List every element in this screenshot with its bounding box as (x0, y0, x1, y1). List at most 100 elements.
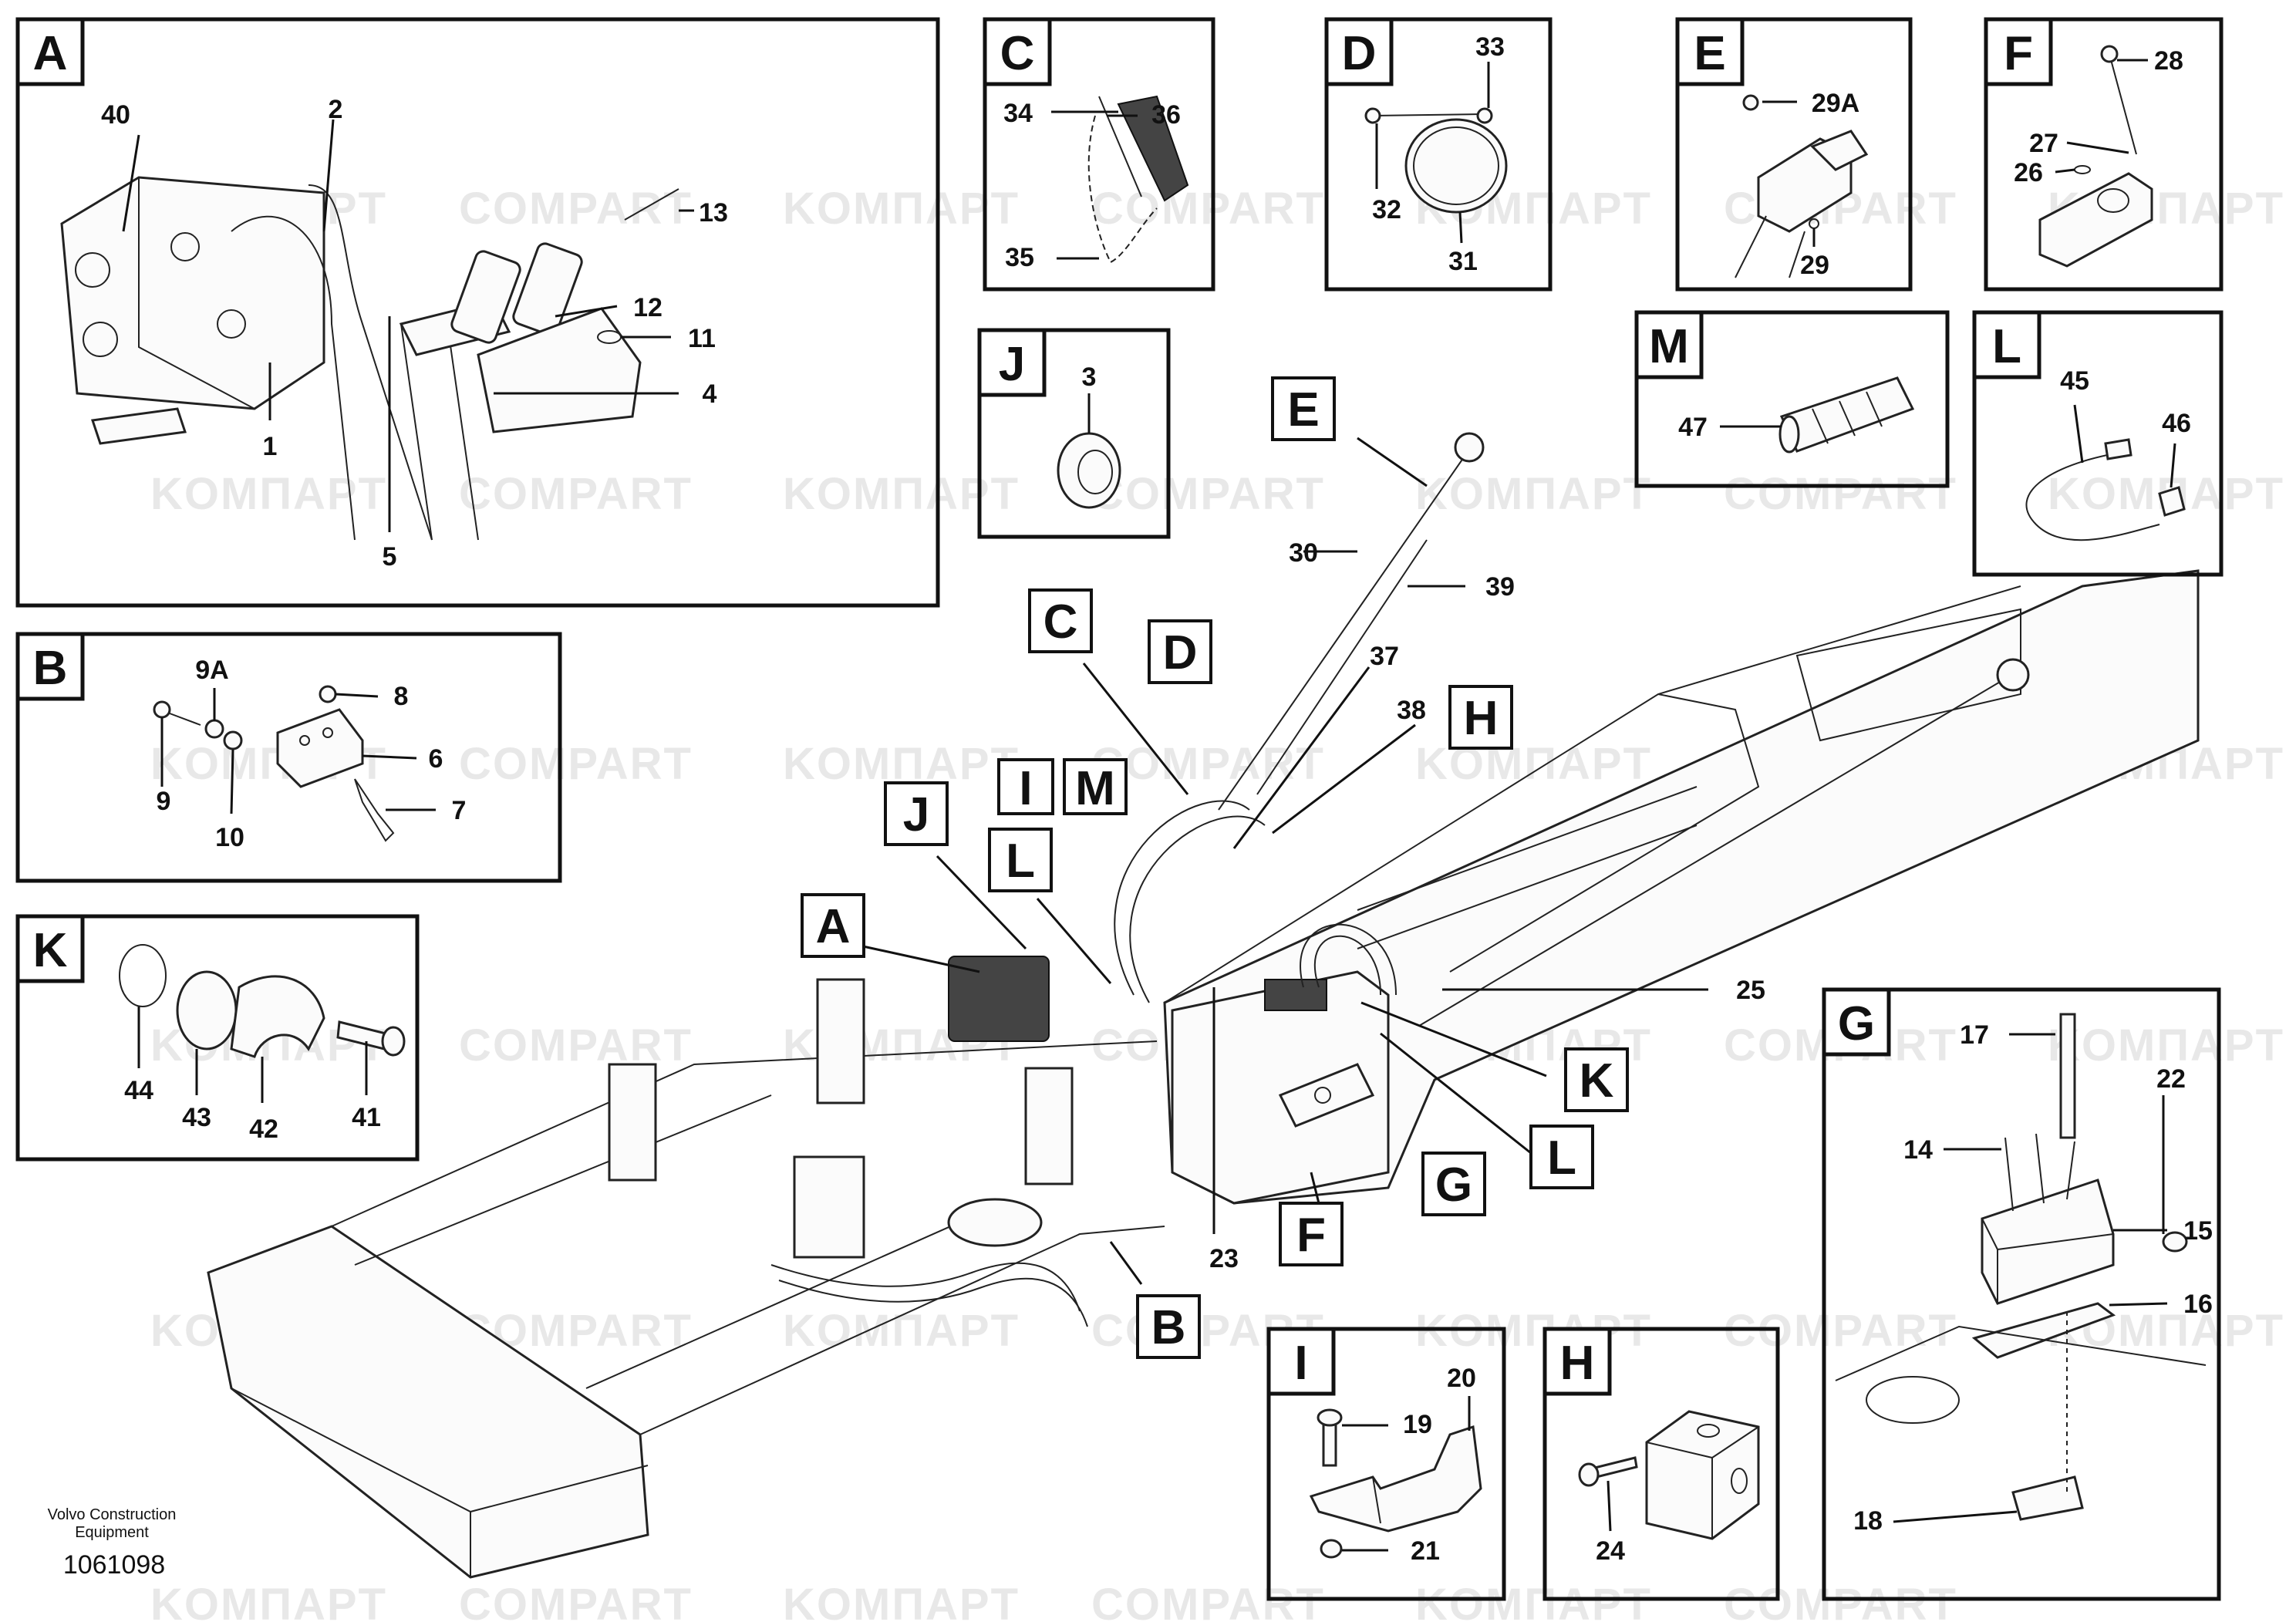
mounting-block (1645, 1410, 1760, 1540)
steering-cylinder-right (1418, 678, 2006, 1027)
part-number-label: 37 (1370, 642, 1399, 671)
mounting-bracket (1309, 1425, 1482, 1533)
part-number-label: 41 (352, 1103, 381, 1132)
detail-panel-L: L 45 46 (1972, 310, 2224, 577)
panel-title-box (977, 328, 1047, 397)
part-number-label: 14 (1903, 1135, 1933, 1165)
watermark-text: KOMПAPT (783, 739, 1020, 789)
callout-box (1136, 1294, 1201, 1359)
leader-line (335, 693, 379, 698)
mount-block (1264, 979, 1327, 1011)
watermark-text: COMPART (459, 1580, 693, 1622)
frame-post (608, 1063, 657, 1182)
hose (2066, 1141, 2075, 1200)
nut (319, 685, 337, 703)
footer-company-line-2: Equipment (75, 1524, 149, 1541)
callout-C: C (1028, 588, 1093, 653)
part-number-label: 45 (2060, 366, 2089, 396)
part-number-label: 7 (452, 796, 467, 825)
part-number-label: 8 (394, 682, 409, 711)
valve-block (60, 176, 325, 410)
part-number-label: 23 (1209, 1244, 1239, 1273)
callout-letter: A (816, 900, 851, 953)
washer (204, 719, 224, 739)
screw-head (1578, 1462, 1600, 1487)
leader-line (1082, 663, 1189, 795)
detail-panel-K: K 44 43 42 41 (15, 914, 420, 1162)
watermark-row-2: KOMПAPT COMPART KOMПAPT COMPART KOMПAPT … (150, 469, 2283, 519)
callout-box (801, 893, 865, 958)
cylinder-body (1789, 231, 1805, 278)
panel-title: M (1649, 320, 1689, 373)
panel-border (1324, 17, 1553, 292)
callout-box (1564, 1047, 1629, 1112)
o-ring (2074, 165, 2091, 174)
part-number-label: 18 (1853, 1506, 1883, 1536)
bolt-head (1364, 107, 1381, 124)
detail-panel-C: C 34 36 35 (983, 17, 1215, 292)
callout-G: G (1421, 1152, 1486, 1216)
nut (223, 730, 243, 750)
hose-loop (1313, 935, 1381, 996)
part-number-label: 35 (1005, 243, 1034, 272)
cylinder-body (1735, 215, 1767, 278)
detail-panel-B: B 9A 8 6 9 10 7 (15, 632, 562, 883)
valve-port (170, 232, 200, 261)
callout-letter: L (1547, 1131, 1576, 1185)
part-number-label: 30 (1289, 538, 1318, 568)
panel-border (1675, 17, 1913, 292)
panel-title: H (1560, 1337, 1595, 1390)
leader-line (230, 749, 234, 814)
cylinder-lug (1810, 130, 1869, 171)
callout-letter: I (1019, 762, 1032, 815)
part-number-label: 43 (182, 1103, 211, 1132)
leader-line (1360, 1001, 1547, 1077)
watermark-text: COMPART (1091, 469, 1325, 519)
part-number-label: 29 (1800, 251, 1829, 280)
bracket-hole (299, 735, 310, 746)
main-callouts: A J L I M C D E (801, 376, 1765, 1359)
callout-B: B (1136, 1294, 1201, 1359)
watermark-text: KOMПAPT (1415, 469, 1652, 519)
guard-end (1778, 415, 1800, 454)
frame-mount (947, 1198, 1043, 1247)
leader-line (1458, 211, 1463, 244)
valve-port (75, 252, 110, 288)
panel-border (1972, 310, 2224, 577)
callout-letter: F (1296, 1209, 1326, 1262)
detail-panel-D: D 33 32 31 (1324, 17, 1553, 292)
watermark-text: KOMПAPT (2048, 1020, 2284, 1071)
part-number-label: 15 (2183, 1216, 2213, 1246)
callout-box (1148, 619, 1212, 684)
detail-panel-G: G 17 22 14 15 16 18 (1822, 987, 2221, 1601)
cable-tie (2025, 450, 2160, 541)
callout-letter: C (1043, 595, 1078, 649)
detail-panel-A: A 40 2 13 12 11 (15, 17, 940, 608)
panel-title-box (1634, 310, 1704, 379)
nut (1320, 1539, 1343, 1559)
panel-title-box (1984, 17, 2053, 86)
hose-1 (231, 215, 356, 541)
part-number-label: 1 (263, 432, 278, 461)
split-flange (230, 975, 325, 1058)
detail-panel-J: J 3 (977, 328, 1171, 539)
part-number-label: 16 (2183, 1290, 2213, 1319)
cylinder-eye-plate (2038, 172, 2153, 268)
part-number-label: 13 (699, 198, 728, 228)
seal-ring-inner (1077, 450, 1113, 494)
hose-3 (400, 323, 433, 541)
detail-panel-I: I 20 19 21 (1266, 1327, 1506, 1601)
callout-box (1279, 1202, 1344, 1266)
panel-title-box (15, 17, 85, 86)
shim-plate (1971, 1302, 2116, 1359)
pin-head (2100, 45, 2119, 63)
callout-box (1448, 685, 1513, 750)
watermark-text: KOMПAPT (783, 184, 1020, 234)
part-number-label: 10 (215, 823, 244, 852)
watermark-row-1: KOMПAPT COMPART KOMПAPT COMPART KOMПAPT … (150, 184, 2283, 234)
seal-ring (1057, 432, 1121, 509)
panel-border (15, 632, 562, 883)
leader-line (1380, 1032, 1532, 1155)
block-edges (1981, 1218, 2114, 1303)
bracket-hole (1314, 1087, 1331, 1104)
